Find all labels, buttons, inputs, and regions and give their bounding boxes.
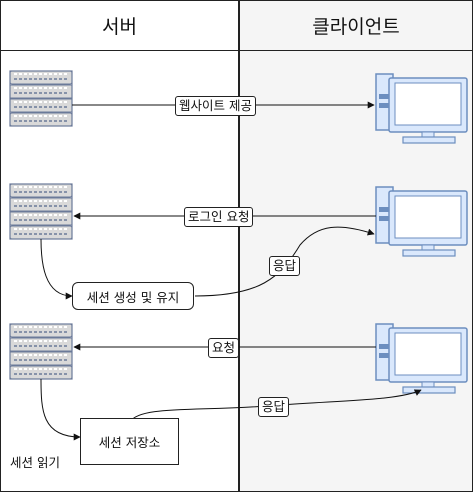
label-login-request: 로그인 요청 (184, 207, 254, 227)
session-create-box: 세션 생성 및 유지 (72, 282, 194, 310)
session-read-label: 세션 읽기 (10, 455, 60, 470)
label-request: 요청 (208, 338, 240, 358)
server-icon-2 (9, 183, 73, 240)
arrow-session-read (40, 378, 81, 441)
arrow-response-1 (194, 226, 375, 297)
client-lane-title: 클라이언트 (240, 1, 472, 51)
server-lane-title: 서버 (1, 1, 238, 51)
arrow-to-session-create (40, 238, 73, 300)
server-icon-1 (9, 70, 73, 127)
session-store-box: 세션 저장소 (80, 418, 179, 465)
label-response-1: 응답 (269, 256, 301, 276)
client-pc-icon-3 (375, 323, 468, 394)
server-icon-3 (9, 323, 73, 380)
client-pc-icon-2 (375, 186, 468, 257)
label-response-2: 응답 (258, 397, 290, 417)
label-web-service: 웹사이트 제공 (175, 96, 256, 116)
client-pc-icon-1 (375, 73, 468, 144)
